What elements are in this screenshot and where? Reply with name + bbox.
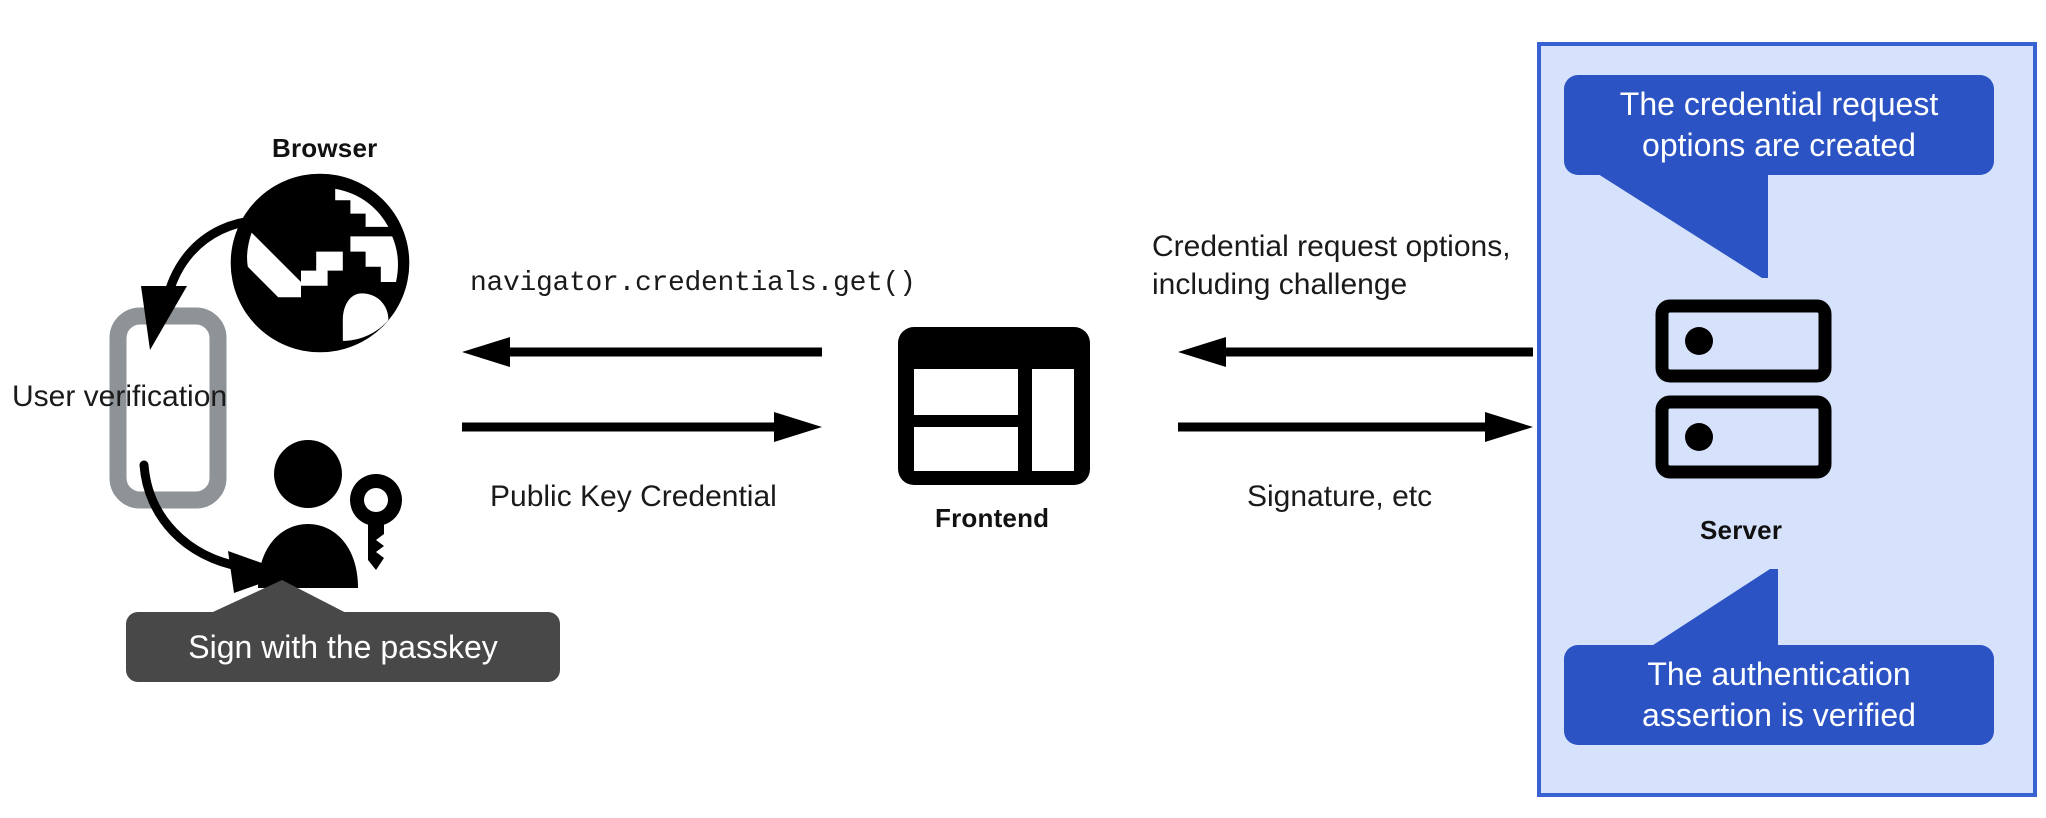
browser-to-device-arrow-icon (95, 200, 325, 390)
frontend-to-server-arrow-icon (1178, 412, 1533, 442)
credential-options-created-line1: The credential request (1619, 86, 1939, 123)
assertion-verified-callout: The authentication assertion is verified (1564, 645, 1994, 745)
credential-request-options-line2: including challenge (1152, 267, 1408, 301)
credential-request-options-label: Credential request options, including ch… (1152, 228, 1552, 303)
assertion-verified-line2: assertion is verified (1642, 697, 1916, 733)
browser-window-icon (896, 325, 1092, 487)
device-to-user-arrow-icon (130, 455, 350, 595)
browser-label: Browser (272, 133, 378, 163)
credential-options-created-line2: options are created (1642, 127, 1916, 163)
server-to-frontend-arrow-icon (1178, 337, 1533, 367)
user-verification-label: User verification (12, 380, 228, 413)
credential-request-options-line1: Credential request options, (1152, 230, 1511, 263)
navigator-credentials-get-label: navigator.credentials.get() (470, 268, 916, 299)
frontend-label: Frontend (935, 503, 1050, 533)
frontend-to-browser-arrow-icon (462, 337, 822, 367)
signature-etc-label: Signature, etc (1247, 480, 1433, 513)
credential-options-callout-tail-icon (1590, 172, 1850, 282)
public-key-credential-label: Public Key Credential (490, 480, 777, 513)
passkey-callout-tail-icon (170, 580, 400, 620)
credential-options-created-callout: The credential request options are creat… (1564, 75, 1994, 175)
assertion-verified-line1: The authentication (1647, 656, 1911, 693)
server-label: Server (1700, 515, 1783, 545)
passkey-callout: Sign with the passkey (126, 612, 560, 682)
server-rack-icon (1655, 299, 1832, 480)
browser-to-frontend-arrow-icon (462, 412, 822, 442)
person-with-key-icon (250, 438, 410, 588)
